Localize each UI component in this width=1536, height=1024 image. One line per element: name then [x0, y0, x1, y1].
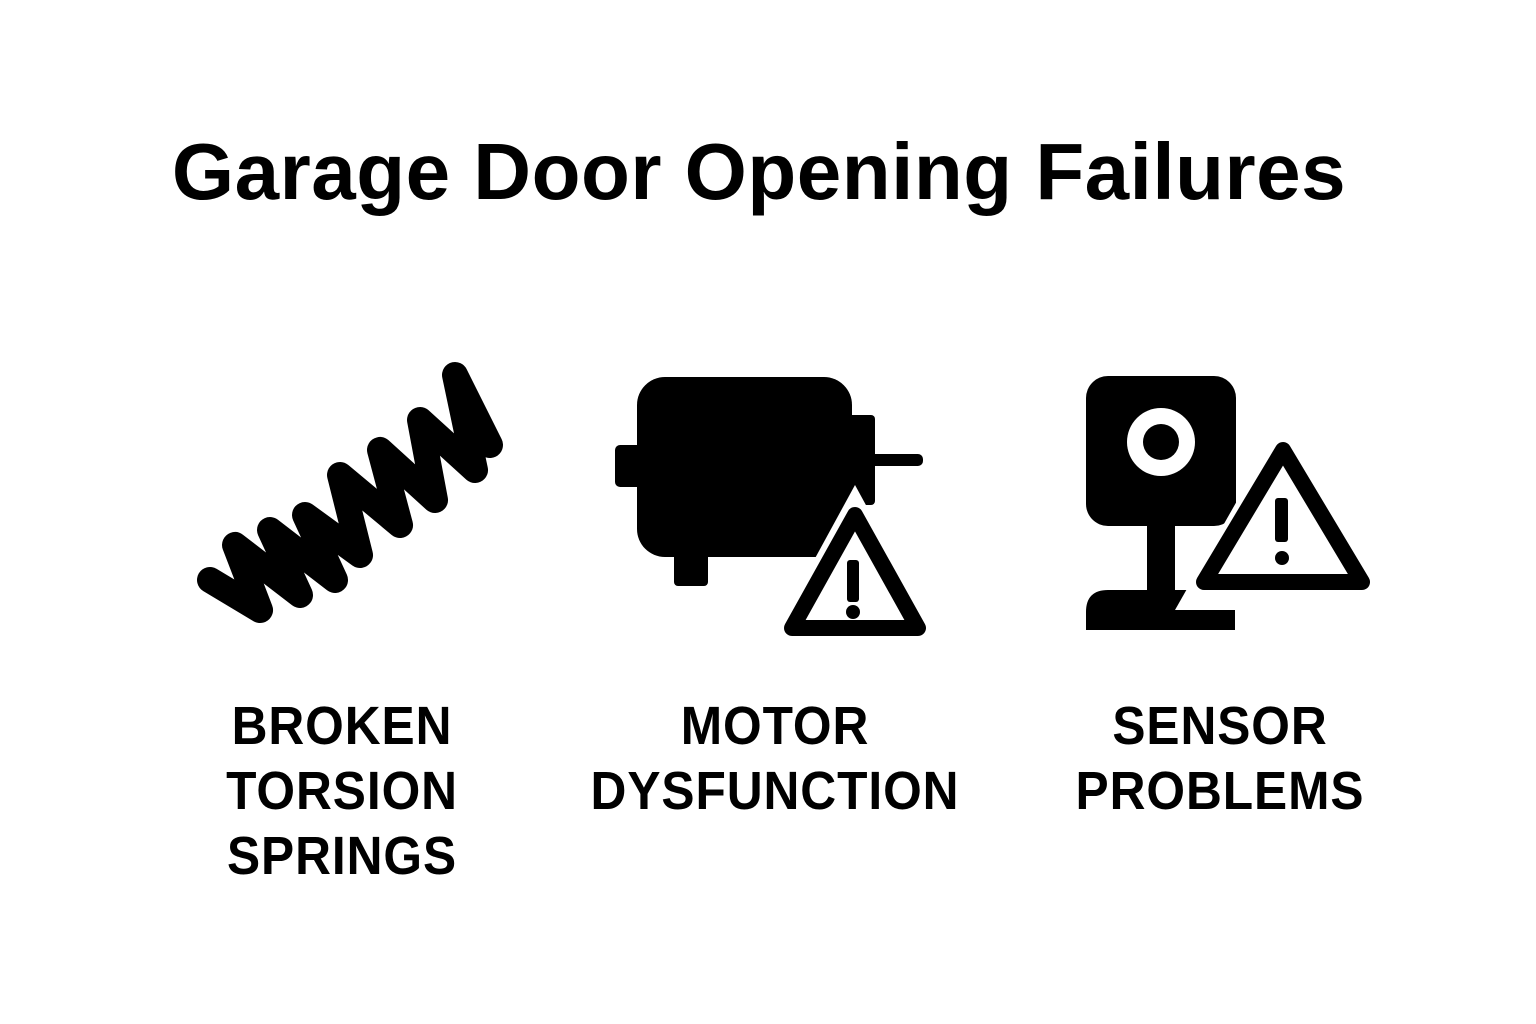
label-line: PROBLEMS — [1075, 761, 1365, 821]
motor-warning-icon — [600, 360, 945, 650]
label-line: SENSOR — [1112, 696, 1328, 756]
label-line: MOTOR — [680, 696, 870, 756]
spring-icon — [190, 340, 520, 650]
item-label-springs: BROKEN TORSION SPRINGS — [204, 694, 480, 889]
label-line: BROKEN — [231, 696, 453, 756]
label-line: TORSION — [226, 761, 458, 821]
sensor-camera-warning-icon — [1070, 360, 1390, 640]
item-label-sensor: SENSOR PROBLEMS — [1054, 694, 1385, 824]
label-line: DYSFUNCTION — [590, 761, 960, 821]
page-title: Garage Door Opening Failures — [171, 127, 1347, 216]
label-line: SPRINGS — [226, 826, 458, 886]
item-label-motor: MOTOR DYSFUNCTION — [577, 694, 973, 824]
